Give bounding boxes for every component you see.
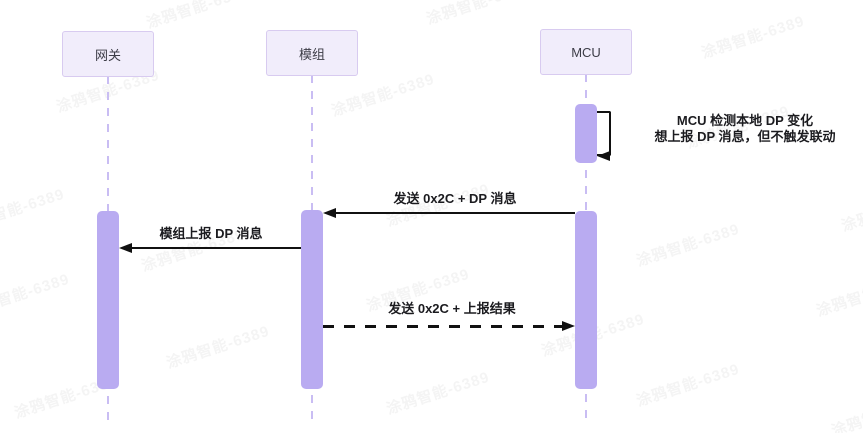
actor-mcu: MCU	[540, 29, 632, 75]
watermark: 涂鸦智能-6389	[164, 322, 272, 373]
watermark: 涂鸦智能-6389	[814, 270, 863, 321]
self-message-arrowhead-icon	[597, 151, 610, 161]
self-message-label: MCU 检测本地 DP 变化 想上报 DP 消息，但不触发联动	[630, 113, 860, 144]
watermark: 涂鸦智能-6389	[634, 360, 742, 411]
watermark: 涂鸦智能-6389	[384, 368, 492, 419]
watermark: 涂鸦智能-6389	[0, 270, 72, 321]
activation-mcu	[575, 211, 597, 389]
self-message-line-1: MCU 检测本地 DP 变化	[676, 113, 814, 128]
watermark: 涂鸦智能-6389	[839, 185, 863, 236]
message-3-label: 发送 0x2C + 上报结果	[388, 301, 516, 316]
self-message-line-2: 想上报 DP 消息，但不触发联动	[654, 128, 836, 144]
message-1-label: 发送 0x2C + DP 消息	[393, 191, 517, 206]
watermark: 涂鸦智能-6389	[634, 220, 742, 271]
watermark: 涂鸦智能-6389	[0, 185, 67, 236]
message-2-label: 模组上报 DP 消息	[159, 226, 263, 241]
activation-module	[301, 210, 323, 389]
message-1-line	[336, 212, 575, 214]
watermark: 涂鸦智能-6389	[144, 0, 252, 33]
message-2-line	[132, 247, 301, 249]
actor-gateway: 网关	[62, 31, 154, 77]
activation-mcu-self	[575, 104, 597, 163]
self-message-loop	[597, 111, 611, 156]
actor-gateway-label: 网关	[94, 47, 121, 63]
actor-module-label: 模组	[298, 46, 325, 62]
activation-gateway	[97, 211, 119, 389]
actor-module: 模组	[266, 30, 358, 76]
message-3-arrowhead-icon	[562, 321, 575, 331]
message-1-arrowhead-icon	[323, 208, 336, 218]
message-2-arrowhead-icon	[119, 243, 132, 253]
actor-mcu-label: MCU	[571, 44, 601, 60]
watermark: 涂鸦智能-6389	[424, 0, 532, 29]
watermark: 涂鸦智能-6389	[829, 390, 863, 433]
message-3-line	[323, 325, 563, 328]
watermark: 涂鸦智能-6389	[699, 12, 807, 63]
